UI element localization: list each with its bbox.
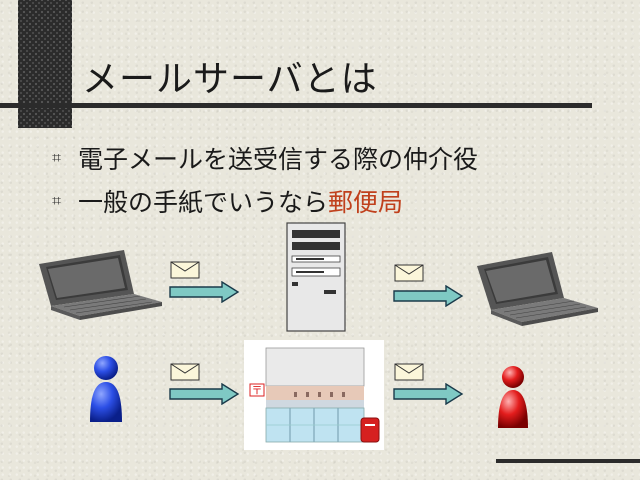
bullet-text: 電子メールを送受信する際の仲介役 [78,145,479,174]
post-office-icon: 〒 [244,340,384,450]
bullet-item-1: ⌗ 電子メールを送受信する際の仲介役 [52,140,478,176]
bullet-icon: ⌗ [52,148,62,167]
bullet-icon: ⌗ [52,191,62,210]
bullet-item-2: ⌗ 一般の手紙でいうなら郵便局 [52,183,403,219]
person-icon [90,356,122,422]
server-icon [286,222,346,332]
footer-rule [496,459,640,463]
page-title: メールサーバとは [82,59,378,100]
arrow-icon [169,383,240,405]
bullet-highlight: 郵便局 [328,188,404,217]
envelope-icon [170,261,200,279]
person-icon [498,366,528,428]
envelope-icon [170,363,200,381]
laptop-icon [477,252,598,326]
svg-text:〒: 〒 [252,384,263,397]
arrow-icon [169,281,240,303]
title-underline [0,103,592,108]
title-decoration-block [18,0,72,128]
bullet-text: 一般の手紙でいうなら [78,188,329,217]
laptop-icon [39,250,162,320]
envelope-icon [394,264,424,282]
arrow-icon [393,285,464,307]
envelope-icon [394,363,424,381]
arrow-icon [393,383,464,405]
